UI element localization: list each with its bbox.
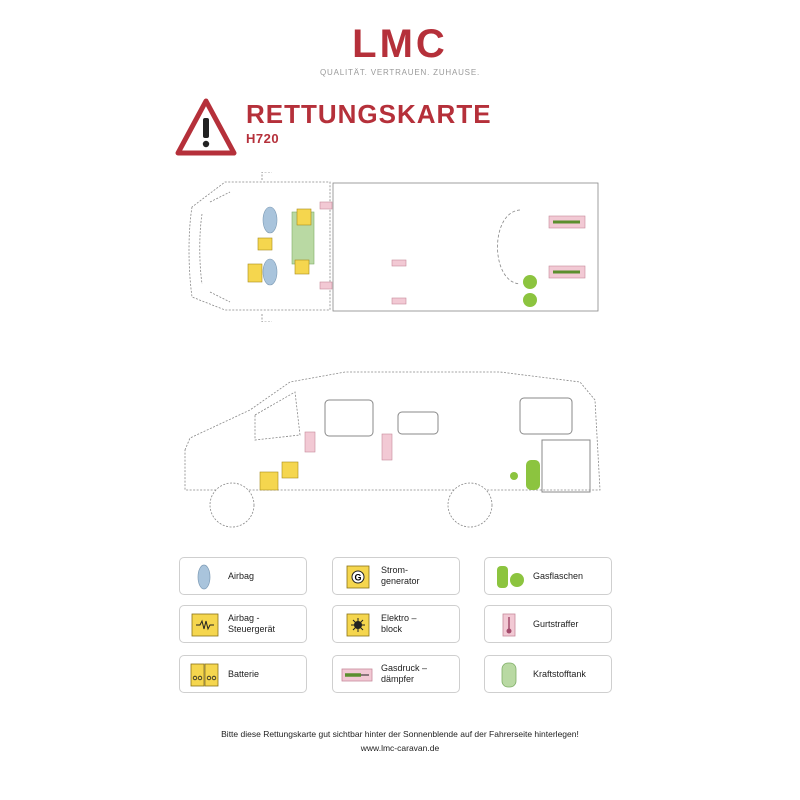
electro-block-icon [346, 613, 370, 637]
warning-triangle-icon [175, 98, 237, 156]
battery-icon [190, 663, 219, 687]
page-title: RETTUNGSKARTE [246, 99, 492, 129]
footer-url[interactable]: www.lmc-caravan.de [360, 743, 440, 753]
airbag-icon [197, 564, 211, 590]
legend-item-fuel-tank: Kraftstofftank [484, 655, 612, 693]
legend-label: Gasdruck – dämpfer [381, 663, 428, 684]
belt-tensioner-icon [319, 201, 407, 305]
legend-label: Airbag [228, 570, 255, 581]
brand-tagline: QUALITÄT. VERTRAUEN. ZUHAUSE. [320, 68, 480, 77]
legend-label: Elektro – block [381, 613, 417, 634]
legend-item-airbag-control-unit: Airbag - Steuergerät [179, 605, 307, 643]
legend-item-electro-block: Elektro – block [332, 605, 460, 643]
legend-label: Strom- generator [381, 565, 420, 586]
legend-item-airbag: Airbag [179, 557, 307, 595]
airbag-control-unit-icon [191, 613, 219, 637]
belt-tensioner-icon [502, 613, 516, 637]
airbag-icon [262, 206, 278, 286]
legend-item-generator: G Strom- generator [332, 557, 460, 595]
vehicle-side-view [184, 371, 601, 528]
airbag-control-unit-icon [257, 237, 273, 251]
legend-label: Batterie [228, 668, 260, 679]
gas-spring-icon [548, 215, 586, 279]
legend-label: Airbag - Steuergerät [228, 613, 276, 634]
legend-label: Gasflaschen [533, 570, 584, 581]
legend-item-gas-bottles: Gasflaschen [484, 557, 612, 595]
fuel-tank-icon [501, 662, 517, 688]
vehicle-top-view [188, 172, 599, 322]
legend-label: Kraftstofftank [533, 668, 586, 679]
footer-instruction: Bitte diese Rettungskarte gut sichtbar h… [221, 729, 579, 739]
svg-text:G: G [354, 573, 361, 583]
generator-icon: G [346, 565, 370, 589]
legend-item-belt-tensioner: Gurtstraffer [484, 605, 612, 643]
legend-label: Gurtstraffer [533, 618, 579, 629]
model-name: H720 [246, 131, 280, 146]
gas-spring-icon [341, 668, 373, 682]
legend-item-battery: Batterie [179, 655, 307, 693]
gas-bottles-icon [497, 566, 524, 588]
legend-item-gas-spring: Gasdruck – dämpfer [332, 655, 460, 693]
gas-bottles-icon [523, 275, 537, 307]
lmc-logo: LMC [352, 22, 448, 66]
battery-icon [247, 263, 263, 283]
electro-block-icon [294, 259, 310, 275]
